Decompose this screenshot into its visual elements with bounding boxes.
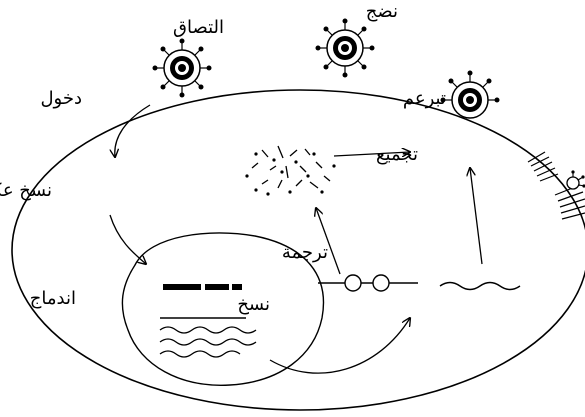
genomic-rna-wave bbox=[439, 281, 521, 291]
label-reverse-transcription: نسخ عكسي bbox=[0, 180, 52, 201]
integrated-dna bbox=[163, 284, 242, 290]
label-entry: دخول bbox=[40, 88, 82, 109]
arrow-entry-to-rt bbox=[115, 104, 151, 157]
ribosome-icon bbox=[372, 274, 390, 292]
label-transcription: نسخ bbox=[237, 294, 270, 315]
virus-maturation-icon bbox=[315, 18, 375, 78]
label-attachment: التصاق bbox=[173, 17, 224, 38]
protein-dots bbox=[245, 152, 336, 196]
arrow-mrna-to-translation bbox=[316, 208, 341, 275]
arrow-proteins-to-assembly bbox=[333, 152, 410, 156]
membrane-bud-icon bbox=[566, 170, 585, 190]
label-budding: تبرعم bbox=[403, 88, 446, 109]
protein-fragments bbox=[251, 145, 331, 189]
ribosome-icon bbox=[344, 274, 362, 292]
rna-waves bbox=[159, 326, 257, 358]
nucleus bbox=[121, 232, 325, 386]
arrow-rna-to-assembly bbox=[470, 168, 483, 265]
label-assembly: تجميع bbox=[376, 144, 418, 165]
label-integration: اندماج bbox=[30, 288, 76, 309]
label-maturation: نضج bbox=[366, 1, 398, 22]
label-translation: ترجمة bbox=[282, 242, 328, 263]
cell-membrane bbox=[11, 89, 585, 411]
virus-budding-icon bbox=[440, 70, 500, 119]
arrow-nucleus-to-cytoplasm bbox=[269, 318, 410, 374]
virus-attachment-icon bbox=[152, 38, 212, 98]
arrow-rt-to-integration bbox=[109, 214, 146, 264]
